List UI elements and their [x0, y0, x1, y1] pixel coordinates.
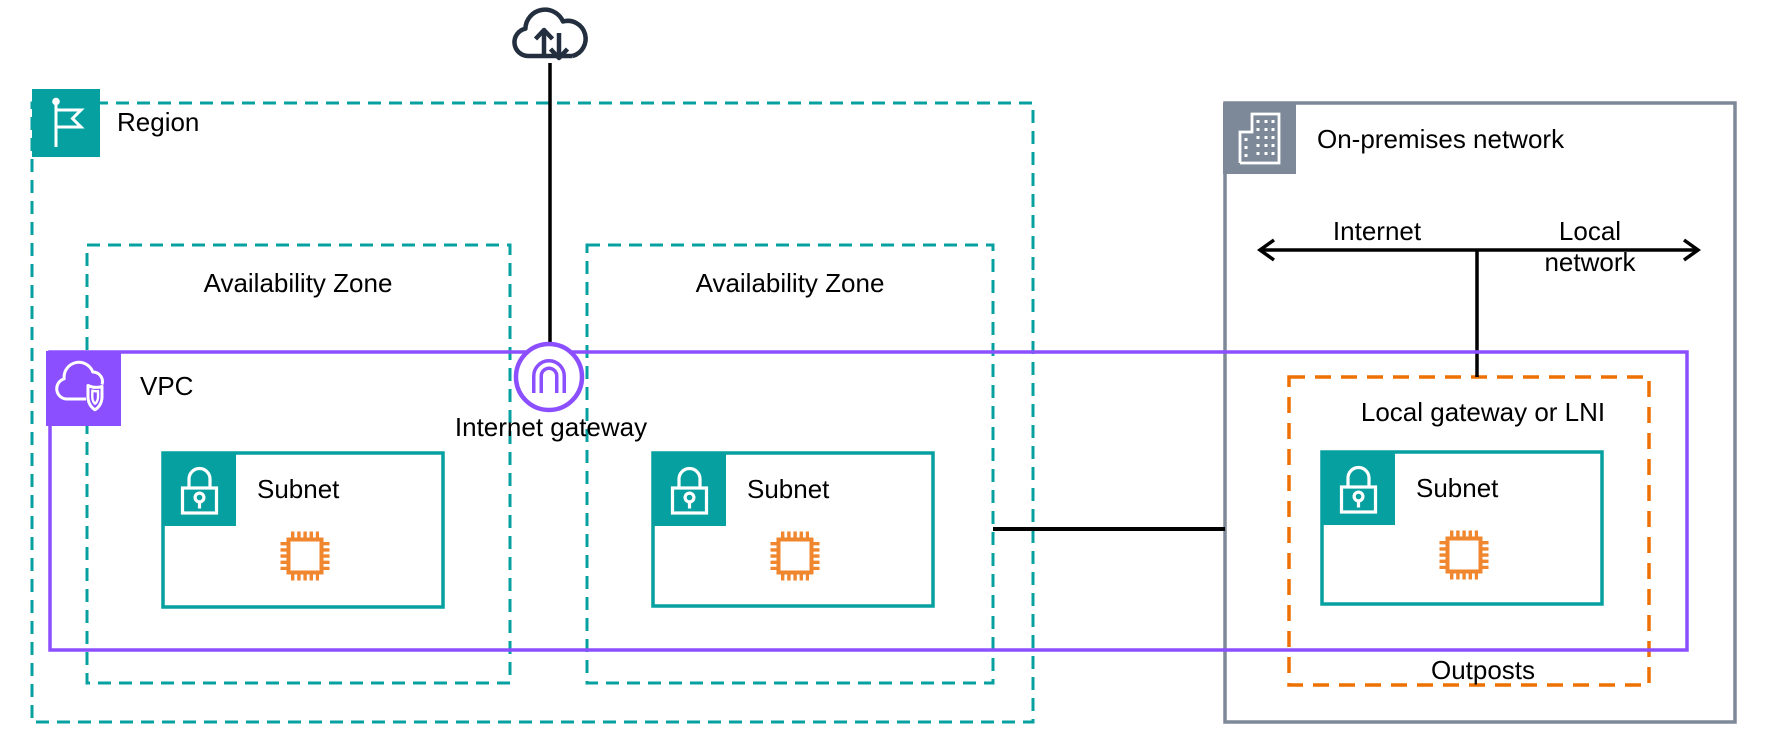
- flag-icon: [32, 89, 100, 157]
- local-network-arrow-label: Local network: [1544, 216, 1635, 277]
- vpc-box: [48, 350, 1689, 652]
- cpu-chip-icon: [280, 531, 330, 581]
- cloud-arrows-icon: [512, 7, 588, 61]
- vpc-label: VPC: [140, 371, 194, 401]
- lock-icon: [1322, 452, 1395, 525]
- lock-icon: [163, 453, 236, 526]
- building-icon: [1223, 103, 1296, 174]
- internet-gateway-label: Internet gateway: [454, 412, 648, 442]
- cpu-chip-icon: [770, 531, 820, 581]
- on-premises-label: On-premises network: [1317, 124, 1565, 154]
- availability-zone-1-box: [85, 243, 512, 685]
- availability-zone-2-label: Availability Zone: [695, 268, 885, 298]
- internet-arrow-label: Internet: [1332, 216, 1422, 246]
- local-network-line1: Local: [1558, 216, 1622, 246]
- region-label: Region: [117, 107, 200, 137]
- outposts-label: Outposts: [1430, 655, 1536, 685]
- subnet-az1-label: Subnet: [257, 474, 340, 504]
- cpu-chip-icon: [1439, 530, 1489, 580]
- lock-icon: [653, 453, 726, 526]
- arrowhead-right-icon: [1682, 238, 1702, 262]
- cloud-shield-icon: [46, 351, 121, 426]
- local-gateway-label: Local gateway or LNI: [1360, 397, 1606, 427]
- arrowhead-left-icon: [1256, 238, 1276, 262]
- subnet-outposts-label: Subnet: [1416, 473, 1499, 503]
- arch-gateway-icon: [513, 341, 585, 413]
- local-network-line2: network: [1544, 246, 1636, 277]
- region-box: [30, 101, 1035, 724]
- outposts-box: [1287, 375, 1651, 687]
- availability-zone-1-label: Availability Zone: [203, 268, 393, 298]
- subnet-az2-label: Subnet: [747, 474, 830, 504]
- on-premises-box: [1223, 101, 1737, 724]
- traffic-double-arrow: [1256, 238, 1702, 262]
